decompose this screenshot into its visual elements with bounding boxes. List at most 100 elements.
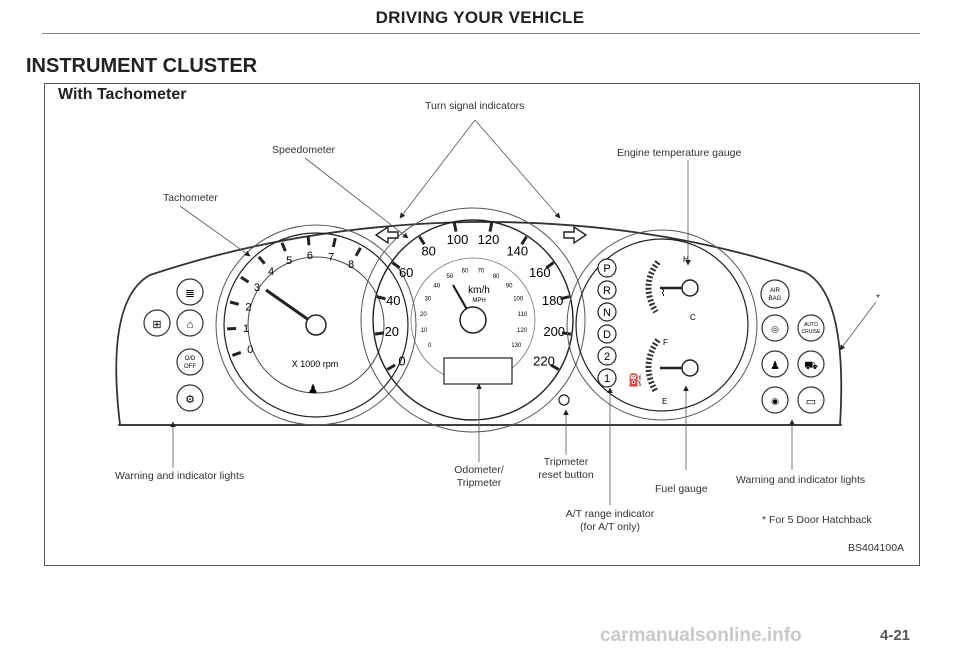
speedometer-callout: Speedometer xyxy=(272,144,336,156)
speedometer-scale-label: 60 xyxy=(399,265,413,280)
tachometer-scale-label: 0 xyxy=(247,344,253,356)
tachometer-scale-label: 2 xyxy=(245,302,251,314)
tachometer-scale-tick xyxy=(354,247,362,257)
gear-position-label: R xyxy=(603,285,611,297)
hatchback-note: * For 5 Door Hatchback xyxy=(762,514,872,526)
tachometer-scale-tick xyxy=(257,255,266,265)
mph-scale-label: 50 xyxy=(446,274,453,280)
turn-signal-right-icon xyxy=(563,225,588,245)
rear-defrost-icon: ⊞ xyxy=(152,319,161,331)
speedometer-scale-tick xyxy=(452,222,458,232)
trip-reset-callout-line1: Tripmeter xyxy=(543,456,589,468)
gear-position-label: 2 xyxy=(604,351,610,363)
speedometer-scale-tick xyxy=(376,295,386,301)
speedometer-scale-tick xyxy=(391,261,401,270)
battery-icon: ▭ xyxy=(806,396,816,408)
warning-lights-right-callout: Warning and indicator lights xyxy=(736,474,866,486)
fuel-gauge-arc xyxy=(645,338,661,394)
odometer-callout-line1: Odometer/ xyxy=(454,464,504,476)
tachometer-scale-label: 7 xyxy=(328,252,334,264)
tachometer-scale-tick xyxy=(331,237,337,248)
mph-scale-label: 80 xyxy=(493,274,500,280)
mph-scale-label: 20 xyxy=(420,312,427,318)
speedometer-scale-label: 200 xyxy=(543,324,565,339)
tachometer-scale-tick xyxy=(229,300,240,306)
speedometer-scale-tick xyxy=(386,363,396,371)
airbag-line1: AIR xyxy=(770,288,781,294)
right-warning-lamps: AIR BAG ◎ AUTO CRUISE ♟ ⛟ ◉ ▭ xyxy=(760,279,825,414)
tachometer-scale-tick xyxy=(306,236,311,246)
speedometer-scale-tick xyxy=(561,331,572,336)
gear-position-indicator xyxy=(597,302,617,322)
fuel-empty-label: E xyxy=(662,397,667,406)
odometer-callout-line2: Tripmeter xyxy=(456,476,502,489)
at-range-callout-line1: A/T range indicator xyxy=(565,508,655,520)
at-range-callout: A/T range indicator (for A/T only) xyxy=(555,508,665,533)
speedometer-scale-label: 100 xyxy=(447,232,469,247)
cruise-line1: AUTO xyxy=(804,322,818,328)
speedometer-scale-label: 220 xyxy=(533,354,555,369)
tachometer-scale-tick xyxy=(231,350,242,357)
mph-scale-label: 10 xyxy=(421,328,428,334)
door-ajar-icon: ⛟ xyxy=(804,360,818,372)
engine-temp-callout: Engine temperature gauge xyxy=(617,147,742,159)
headlight-high-beam-icon: ≣ xyxy=(185,286,195,300)
check-engine-icon: ⚙ xyxy=(185,394,195,406)
callout-leader-lines xyxy=(170,119,877,505)
tachometer-scale-label: 3 xyxy=(254,282,260,294)
speedometer-scale-label: 120 xyxy=(478,232,500,247)
temp-low-label: C xyxy=(690,313,696,322)
tachometer-scale-label: 6 xyxy=(307,250,313,262)
speedometer-hub xyxy=(459,306,487,334)
speedometer-scale-tick xyxy=(520,235,528,246)
turn-signal-left-icon xyxy=(374,225,399,245)
page-number: 4-21 xyxy=(880,627,911,644)
speed-unit-mph: MPH xyxy=(472,298,485,304)
mph-scale-label: 120 xyxy=(517,328,528,334)
trip-reset-callout-line2: reset button xyxy=(538,468,594,481)
speed-unit-kmh: km/h xyxy=(468,285,490,296)
seatbelt-warning-icon: ♟ xyxy=(770,360,780,372)
tachometer-callout: Tachometer xyxy=(163,192,218,204)
fuel-full-label: F xyxy=(663,338,668,347)
speedometer-scale-tick xyxy=(560,295,570,301)
turn-signal-callout: Turn signal indicators xyxy=(425,100,525,112)
trip-reset-callout: Tripmeter reset button xyxy=(527,456,605,481)
subsection-title: With Tachometer xyxy=(58,86,187,103)
speedometer-scale-label: 160 xyxy=(529,265,551,280)
odometer-display xyxy=(443,357,513,385)
figure-frame xyxy=(44,83,920,566)
speedometer-scale-label: 80 xyxy=(421,244,435,259)
cluster-housing xyxy=(115,221,843,426)
speedometer-scale-tick xyxy=(550,363,560,371)
tachometer-scale-label: 1 xyxy=(243,323,249,335)
speedometer-scale-tick xyxy=(418,235,426,246)
gear-position-label: N xyxy=(603,307,611,319)
speedometer-scale-label: 0 xyxy=(398,354,405,369)
mph-scale-label: 40 xyxy=(434,284,441,290)
coolant-icon: ⌇ xyxy=(660,287,665,299)
watermark: carmanualsonline.info xyxy=(600,625,802,646)
speedometer-scale-tick xyxy=(374,331,385,336)
mph-scale-label: 90 xyxy=(506,284,513,290)
speedometer-scale-label: 20 xyxy=(385,324,399,339)
airbag-line2: BAG xyxy=(769,296,782,302)
oil-pressure-icon: ⌂ xyxy=(187,319,194,331)
od-off-line2: OFF xyxy=(184,364,196,370)
fuel-gauge-callout: Fuel gauge xyxy=(655,483,708,495)
trip-reset-button[interactable] xyxy=(558,394,570,406)
figure-code: BS404100A xyxy=(848,542,905,554)
mph-scale-label: 30 xyxy=(424,297,431,303)
speedometer-scale-tick xyxy=(545,261,555,270)
seatbelt-icon: ♟ xyxy=(308,382,319,396)
gear-position-indicator xyxy=(597,346,617,366)
gear-position-label: D xyxy=(603,329,611,341)
mph-scale-label: 60 xyxy=(462,269,469,275)
speedometer-scale-label: 140 xyxy=(506,244,528,259)
gear-position-label: 1 xyxy=(604,373,610,385)
warning-lights-left-callout: Warning and indicator lights xyxy=(115,470,245,482)
